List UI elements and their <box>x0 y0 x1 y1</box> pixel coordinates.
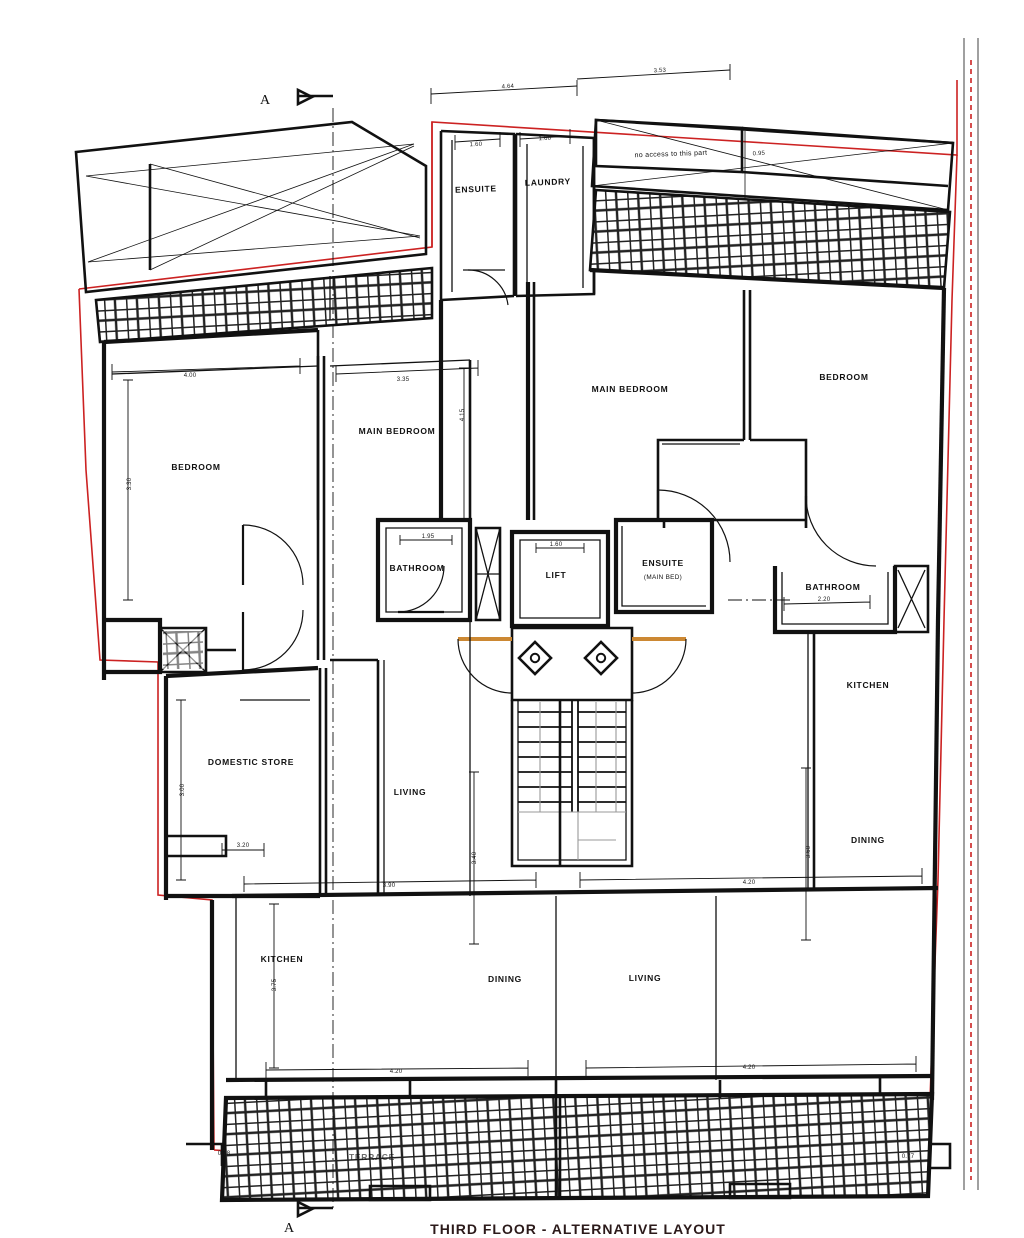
interior-dimension-lines <box>111 358 923 1078</box>
dim-d-lau: 1.60 <box>539 136 552 142</box>
dim-d-bathr: 2.20 <box>818 597 831 603</box>
room-label-bathroom-left: BATHROOM <box>389 563 444 573</box>
room-label-ensuite-right-sub: (MAIN BED) <box>644 574 682 581</box>
dim-d-store: 3.20 <box>237 843 250 849</box>
no-access-room <box>594 118 954 188</box>
dim-d-mid-2: 4.20 <box>743 880 756 886</box>
core-ensuite-right <box>613 517 715 615</box>
dim-d-top-1: 4.64 <box>502 84 515 91</box>
dim-d-lv6: 3.60 <box>806 845 812 858</box>
room-label-living-bottom: LIVING <box>629 973 662 983</box>
room-label-dining-bottom: DINING <box>488 974 522 984</box>
dim-d-lbed-w: 4.00 <box>184 373 197 379</box>
room-label-ensuite-right: ENSUITE <box>642 558 684 568</box>
bottom-side-nibs <box>186 1142 952 1170</box>
dim-d-ens: 1.60 <box>470 142 483 148</box>
dim-d-lv3: 3.00 <box>180 783 186 796</box>
room-label-living-centre: LIVING <box>394 787 427 797</box>
dim-d-mid-1: 3.90 <box>383 883 396 889</box>
column-left <box>517 640 553 676</box>
room-label-kitchen-right: KITCHEN <box>847 680 890 690</box>
dim-d-lv1: 3.30 <box>127 477 133 490</box>
dim-d-bot-1: 4.20 <box>390 1069 403 1075</box>
dim-d-bl: 0.78 <box>218 1151 231 1157</box>
dim-d-lv4: 3.75 <box>272 978 278 991</box>
core-shaft-hatched <box>474 526 502 622</box>
room-label-kitchen-left: KITCHEN <box>261 954 304 964</box>
top-services-block <box>439 129 596 306</box>
right-edge-strip <box>963 38 979 1190</box>
section-line-a-a <box>296 87 334 1219</box>
drawing-title: THIRD FLOOR - ALTERNATIVE LAYOUT <box>430 1221 726 1237</box>
apartment-lower-left <box>163 665 328 1150</box>
dimension-texts: 4.64 3.53 1.60 1.60 0.95 4.00 3.35 1.95 … <box>127 68 915 1160</box>
dim-d-bath1: 1.95 <box>422 534 435 540</box>
room-label-dining-right: DINING <box>851 835 885 845</box>
column-right <box>583 640 619 676</box>
room-label-main-bedroom-left: MAIN BEDROOM <box>359 426 436 436</box>
terrace-top-left <box>94 266 434 344</box>
room-labels: BEDROOM MAIN BEDROOM MAIN BEDROOM BEDROO… <box>171 176 890 1162</box>
room-label-ensuite-top: ENSUITE <box>455 183 497 194</box>
core-bathroom-right <box>728 564 930 635</box>
note-no-access: no access to this part <box>634 150 707 160</box>
main-bedroom-left-walls <box>330 300 472 662</box>
apartment-upper-right <box>525 267 947 621</box>
room-label-laundry-top: LAUNDRY <box>525 176 571 188</box>
terrace-bottom-strip <box>219 1073 935 1203</box>
section-marker-top: A <box>260 93 271 108</box>
dim-d-lift: 1.60 <box>550 542 563 548</box>
roof-void-left <box>74 120 428 294</box>
dim-d-mbed-w: 3.35 <box>397 377 410 383</box>
dim-d-lv2: 4.15 <box>460 408 466 421</box>
apartment-lower-right <box>231 619 941 1101</box>
room-label-bedroom-right: BEDROOM <box>819 372 868 382</box>
room-label-lift: LIFT <box>546 570 567 580</box>
dim-d-r1: 0.95 <box>753 151 766 158</box>
section-marker-bottom: A <box>284 1221 295 1236</box>
core-lift <box>509 529 611 629</box>
door-landing-right[interactable] <box>631 637 687 694</box>
dim-d-top-2: 3.53 <box>654 68 667 75</box>
room-label-bedroom-left: BEDROOM <box>171 462 220 472</box>
dim-d-lv5: 3.40 <box>472 851 478 864</box>
dim-d-br: 0.77 <box>902 1154 915 1160</box>
stairwell <box>510 626 634 868</box>
door-landing-left[interactable] <box>457 637 513 694</box>
room-label-terrace-bottom: TERRACE <box>349 1152 395 1162</box>
room-label-domestic-store: DOMESTIC STORE <box>208 757 294 767</box>
apartment-upper-left <box>101 327 471 680</box>
room-label-main-bedroom-right: MAIN BEDROOM <box>592 384 669 394</box>
dimension-chain-top <box>430 64 731 150</box>
room-label-bathroom-right: BATHROOM <box>805 582 860 592</box>
dim-d-bot-2: 4.20 <box>743 1065 756 1071</box>
